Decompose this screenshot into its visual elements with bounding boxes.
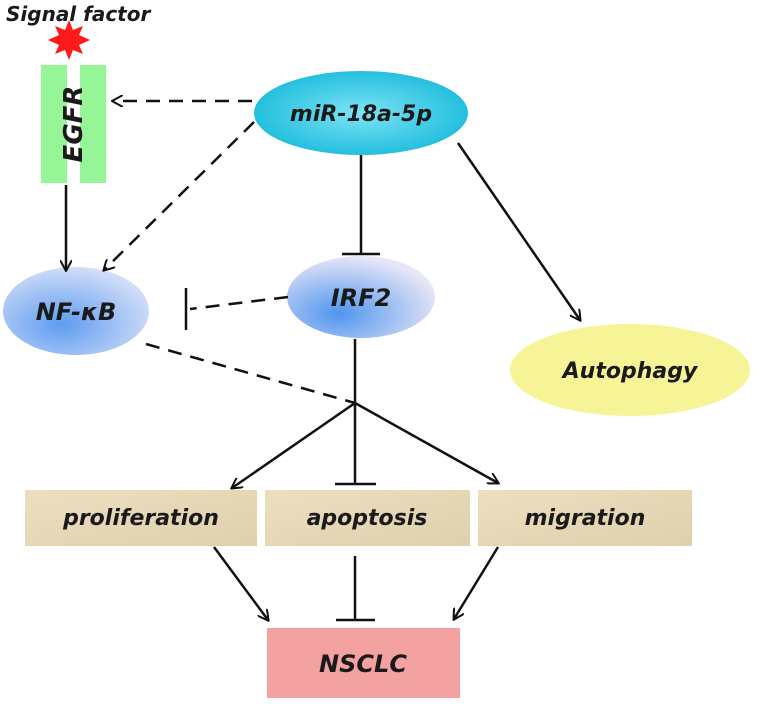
egfr-bar-left (41, 65, 67, 183)
mir-node: miR-18a-5p (254, 71, 468, 155)
edge-junction-migration (354, 401, 498, 483)
apoptosis-node: apoptosis (265, 490, 470, 546)
nsclc-node: NSCLC (267, 628, 460, 698)
mir-ellipse (254, 71, 468, 155)
autophagy-node: Autophagy (510, 324, 750, 416)
irf2-ellipse (287, 256, 435, 338)
nfkb-node: NF-κB (3, 267, 149, 355)
autophagy-label: Autophagy (561, 359, 699, 384)
edge-migration-nsclc (454, 546, 500, 619)
migration-node: migration (478, 490, 692, 546)
nfkb-ellipse (3, 267, 149, 355)
apoptosis-box (265, 490, 470, 546)
signal-factor-label: Signal factor (6, 2, 151, 26)
edge-proliferation-nsclc (212, 546, 268, 620)
egfr-label: EGFR (59, 86, 89, 163)
mir-label: miR-18a-5p (290, 102, 432, 127)
migration-box (478, 490, 692, 546)
nsclc-box (267, 628, 460, 698)
autophagy-ellipse (510, 324, 750, 416)
edge-mir-autophagy (456, 142, 580, 320)
irf2-label: IRF2 (331, 284, 392, 312)
proliferation-label: proliferation (62, 506, 219, 531)
egfr-bar-right (80, 65, 106, 183)
nsclc-label: NSCLC (319, 650, 407, 678)
edge-junction-proliferation (232, 401, 356, 488)
proliferation-box (25, 490, 257, 546)
egfr-node: EGFR (41, 65, 106, 183)
proliferation-node: proliferation (25, 490, 257, 546)
irf2-node: IRF2 (287, 256, 435, 338)
nfkb-label: NF-κB (36, 298, 117, 326)
edge-nfkb-junction (145, 342, 356, 405)
apoptosis-label: apoptosis (307, 506, 428, 531)
migration-label: migration (525, 506, 646, 531)
edge-irf2-nfkb (189, 295, 289, 311)
signal-star-icon (48, 20, 90, 60)
edge-mir-nfkb (104, 121, 255, 270)
